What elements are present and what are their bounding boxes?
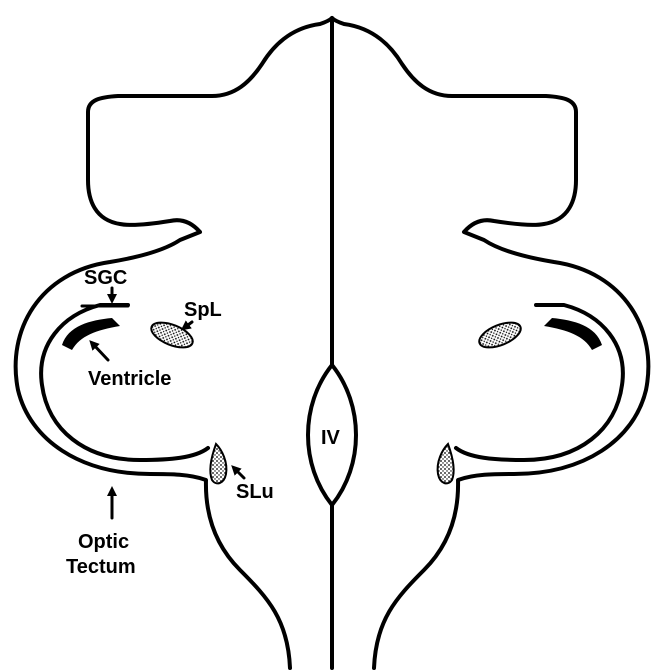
iv-label: IV [321,427,341,449]
optic-tectum-label-line1: Optic [78,531,129,553]
slu-nucleus-left [210,444,226,483]
ventricle-arrow [92,343,108,360]
spl-arrow [184,322,192,328]
spl-nucleus-right [476,317,524,352]
ventricle-label: Ventricle [88,368,171,390]
ventricle-left [62,318,120,350]
inner-tectum-boundary-right [456,305,623,460]
slu-arrow [234,468,244,478]
spl-label: SpL [184,299,222,321]
slu-nucleus-right [438,444,454,483]
slu-label: SLu [236,481,274,503]
sgc-label: SGC [84,267,127,289]
optic-tectum-label-line2: Tectum [66,556,136,578]
ventricle-right [544,318,602,350]
